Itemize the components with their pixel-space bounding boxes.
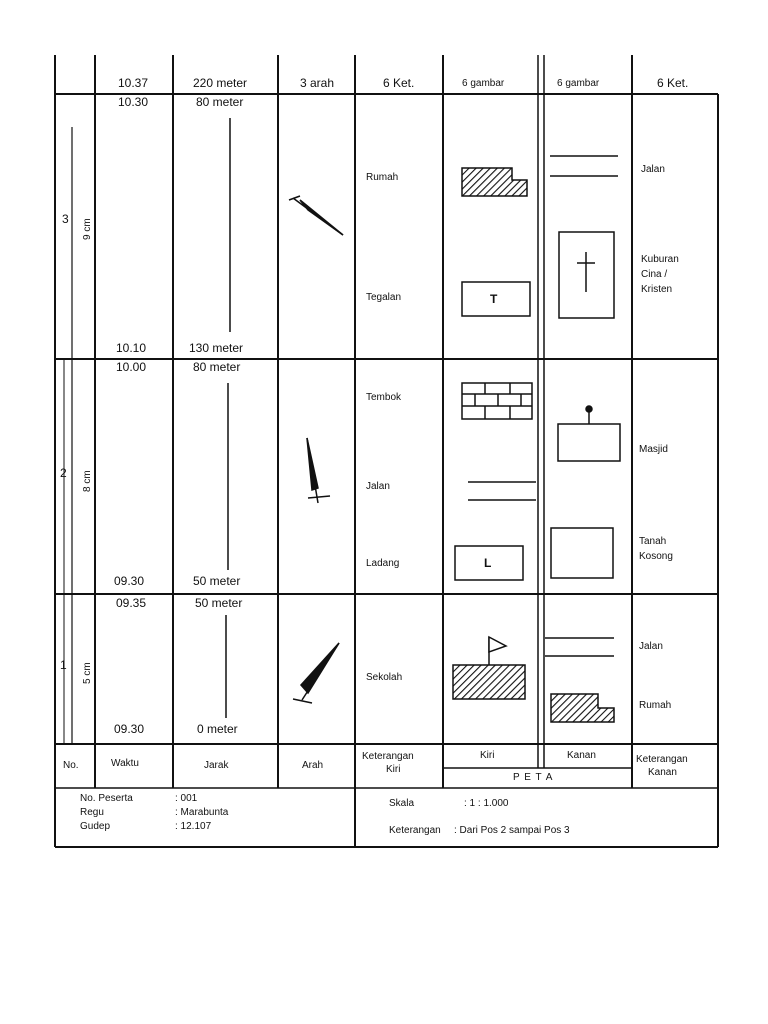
right-feature: Kosong xyxy=(639,551,673,562)
right-feature: Jalan xyxy=(639,641,663,652)
label-arah: Arah xyxy=(302,760,324,771)
skala-value: : 1 : 1.000 xyxy=(464,798,509,809)
left-feature: Rumah xyxy=(366,172,399,183)
header-arah: 3 arah xyxy=(300,76,335,90)
right-feature: Cina / xyxy=(641,269,668,280)
peserta-label: No. Peserta xyxy=(80,793,133,804)
time-start: 10.00 xyxy=(116,360,147,374)
section-number: 3 xyxy=(62,212,69,226)
field-symbol-letter: T xyxy=(490,292,498,306)
time-end: 09.30 xyxy=(114,722,145,736)
header-gambar-kiri: 6 gambar xyxy=(462,78,505,89)
label-ket-kiri-sub: Kiri xyxy=(386,764,401,775)
right-feature: Kristen xyxy=(641,284,673,295)
right-feature: Rumah xyxy=(639,700,672,711)
label-jarak: Jarak xyxy=(204,760,229,771)
left-feature: Ladang xyxy=(366,558,400,569)
header-gambar-kanan: 6 gambar xyxy=(557,78,600,89)
right-feature: Tanah xyxy=(639,536,667,547)
header-ket-kanan: 6 Ket. xyxy=(657,76,689,90)
scale-length: 8 cm xyxy=(82,470,93,492)
label-kanan: Kanan xyxy=(567,750,596,761)
field-symbol-letter: L xyxy=(484,556,492,570)
time-end: 10.10 xyxy=(116,341,147,355)
distance-start: 50 meter xyxy=(195,596,243,610)
left-feature: Tegalan xyxy=(366,292,402,303)
distance-start: 80 meter xyxy=(196,95,244,109)
scale-length: 9 cm xyxy=(82,218,93,240)
right-feature: Masjid xyxy=(639,444,668,455)
skala-label: Skala xyxy=(389,798,415,809)
section-number: 2 xyxy=(60,466,67,480)
gudep-value: : 12.107 xyxy=(175,821,212,832)
keterangan-value: : Dari Pos 2 sampai Pos 3 xyxy=(454,825,570,836)
distance-start: 80 meter xyxy=(193,360,241,374)
right-feature: Kuburan xyxy=(641,254,679,265)
label-peta: P E T A xyxy=(513,772,554,783)
time-start: 09.35 xyxy=(116,596,147,610)
label-kiri: Kiri xyxy=(480,750,495,761)
label-ket-kiri: Keterangan xyxy=(362,751,414,762)
left-feature: Sekolah xyxy=(366,672,403,683)
keterangan-label: Keterangan xyxy=(389,825,441,836)
header-ket-kiri: 6 Ket. xyxy=(383,76,415,90)
time-start: 10.30 xyxy=(118,95,149,109)
scale-length: 5 cm xyxy=(82,662,93,684)
gudep-label: Gudep xyxy=(80,821,111,832)
distance-end: 50 meter xyxy=(193,574,241,588)
section-number: 1 xyxy=(60,658,67,672)
header-jarak: 220 meter xyxy=(193,76,248,90)
right-feature: Jalan xyxy=(641,164,665,175)
house-symbol-left xyxy=(461,167,528,197)
left-feature: Tembok xyxy=(366,392,402,403)
regu-label: Regu xyxy=(80,807,104,818)
label-ket-kanan: Keterangan xyxy=(636,754,688,765)
label-waktu: Waktu xyxy=(111,758,139,769)
peserta-value: : 001 xyxy=(175,793,198,804)
time-end: 09.30 xyxy=(114,574,145,588)
left-feature: Jalan xyxy=(366,481,390,492)
label-no: No. xyxy=(63,760,79,771)
regu-value: : Marabunta xyxy=(175,807,229,818)
header-waktu: 10.37 xyxy=(118,76,149,90)
label-ket-kanan-sub: Kanan xyxy=(648,767,677,778)
distance-end: 0 meter xyxy=(197,722,238,736)
distance-end: 130 meter xyxy=(189,341,244,355)
